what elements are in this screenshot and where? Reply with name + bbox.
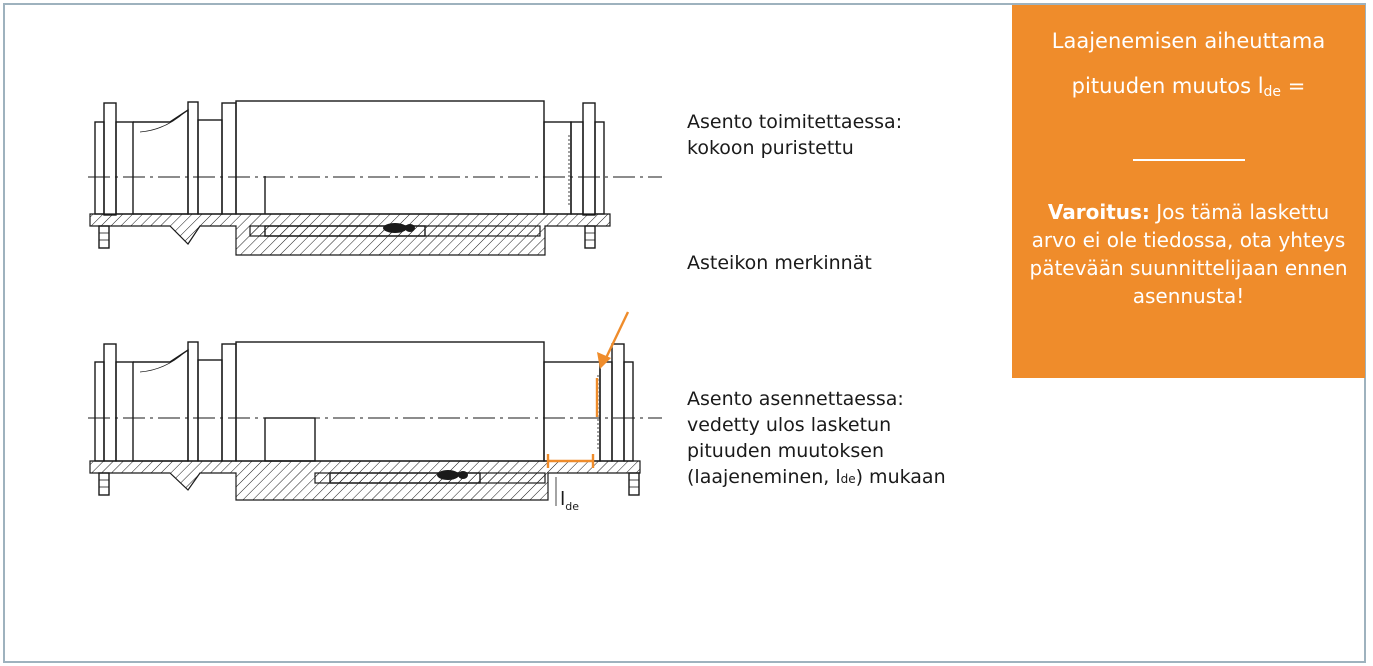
warning-box: Laajenemisen aiheuttama pituuden muutos … [1012, 5, 1365, 378]
warning-text: Varoitus: Jos tämä laskettu arvo ei ole … [1029, 200, 1348, 308]
expansion-dimension: lde [546, 454, 595, 513]
input-blank-line [1132, 159, 1245, 161]
scale-marking-label: Asteikon merkinnät [687, 252, 872, 274]
installation-position-label: Asento asennettaessa: vedetty ulos laske… [687, 388, 946, 488]
warning-title: Laajenemisen aiheuttama pituuden muutos … [1051, 29, 1326, 100]
joint-drawing-extended [88, 341, 662, 501]
scale-marker [595, 311, 630, 417]
delivery-position-label: Asento toimitettaessa: kokoon puristettu [687, 111, 903, 159]
joint-drawing-compressed [88, 100, 662, 256]
dimension-label: lde [560, 488, 579, 513]
